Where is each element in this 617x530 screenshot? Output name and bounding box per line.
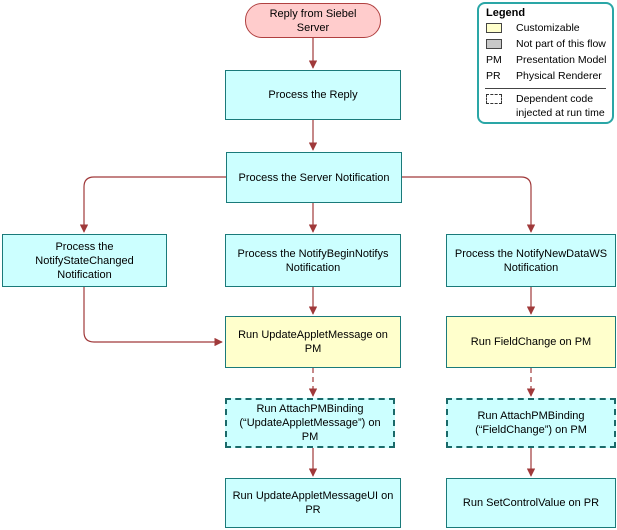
legend-label-customizable: Customizable	[516, 22, 580, 34]
legend-label-pm: Presentation Model	[516, 54, 607, 66]
legend-row-not-part: Not part of this flow	[486, 38, 606, 50]
legend-row-dependent: Dependent code	[486, 93, 593, 105]
legend-swatch-customizable	[486, 23, 502, 33]
node-run-field-change: Run FieldChange on PM	[446, 316, 616, 368]
arrow-notification-to-statechanged	[79, 176, 226, 233]
legend-label-dependent: Dependent code	[516, 93, 594, 105]
legend-title: Legend	[486, 7, 526, 19]
node-notify-state-changed: Process the NotifyStateChanged Notificat…	[2, 234, 167, 287]
legend-abbr-pm: PM	[486, 54, 502, 66]
legend-label-injected: injected at run time	[516, 107, 605, 119]
node-run-update-applet-message-ui: Run UpdateAppletMessageUI on PR	[225, 478, 401, 528]
node-attach-pm-binding-field: Run AttachPMBinding (“FieldChange”) on P…	[446, 398, 616, 448]
legend-swatch-not-part	[486, 39, 502, 49]
legend-abbr-pr: PR	[486, 70, 501, 82]
legend: Legend Customizable Not part of this flo…	[477, 2, 614, 124]
legend-row-pr: PR Physical Renderer	[486, 70, 602, 82]
node-notify-new-data-ws: Process the NotifyNewDataWS Notification	[446, 234, 616, 287]
legend-label-not-part: Not part of this flow	[516, 38, 606, 50]
legend-label-pr: Physical Renderer	[516, 70, 602, 82]
legend-row-pm: PM Presentation Model	[486, 54, 606, 66]
node-run-set-control-value: Run SetControlValue on PR	[446, 478, 616, 528]
node-reply-from-siebel-server: Reply from Siebel Server	[245, 3, 381, 38]
legend-row-injected: injected at run time	[516, 107, 605, 119]
arrow-statechanged-to-updateappletmessage	[83, 287, 223, 347]
legend-row-customizable: Customizable	[486, 22, 580, 34]
node-run-update-applet-message: Run UpdateAppletMessage on PM	[225, 316, 401, 368]
node-notify-begin-notifys: Process the NotifyBeginNotifys Notificat…	[225, 234, 401, 287]
node-process-reply: Process the Reply	[225, 70, 401, 120]
legend-swatch-dependent	[486, 94, 502, 104]
arrow-notification-to-newdataws	[402, 176, 536, 233]
node-attach-pm-binding-update: Run AttachPMBinding (“UpdateAppletMessag…	[225, 398, 395, 448]
legend-divider	[485, 88, 606, 89]
node-process-server-notification: Process the Server Notification	[226, 152, 402, 203]
